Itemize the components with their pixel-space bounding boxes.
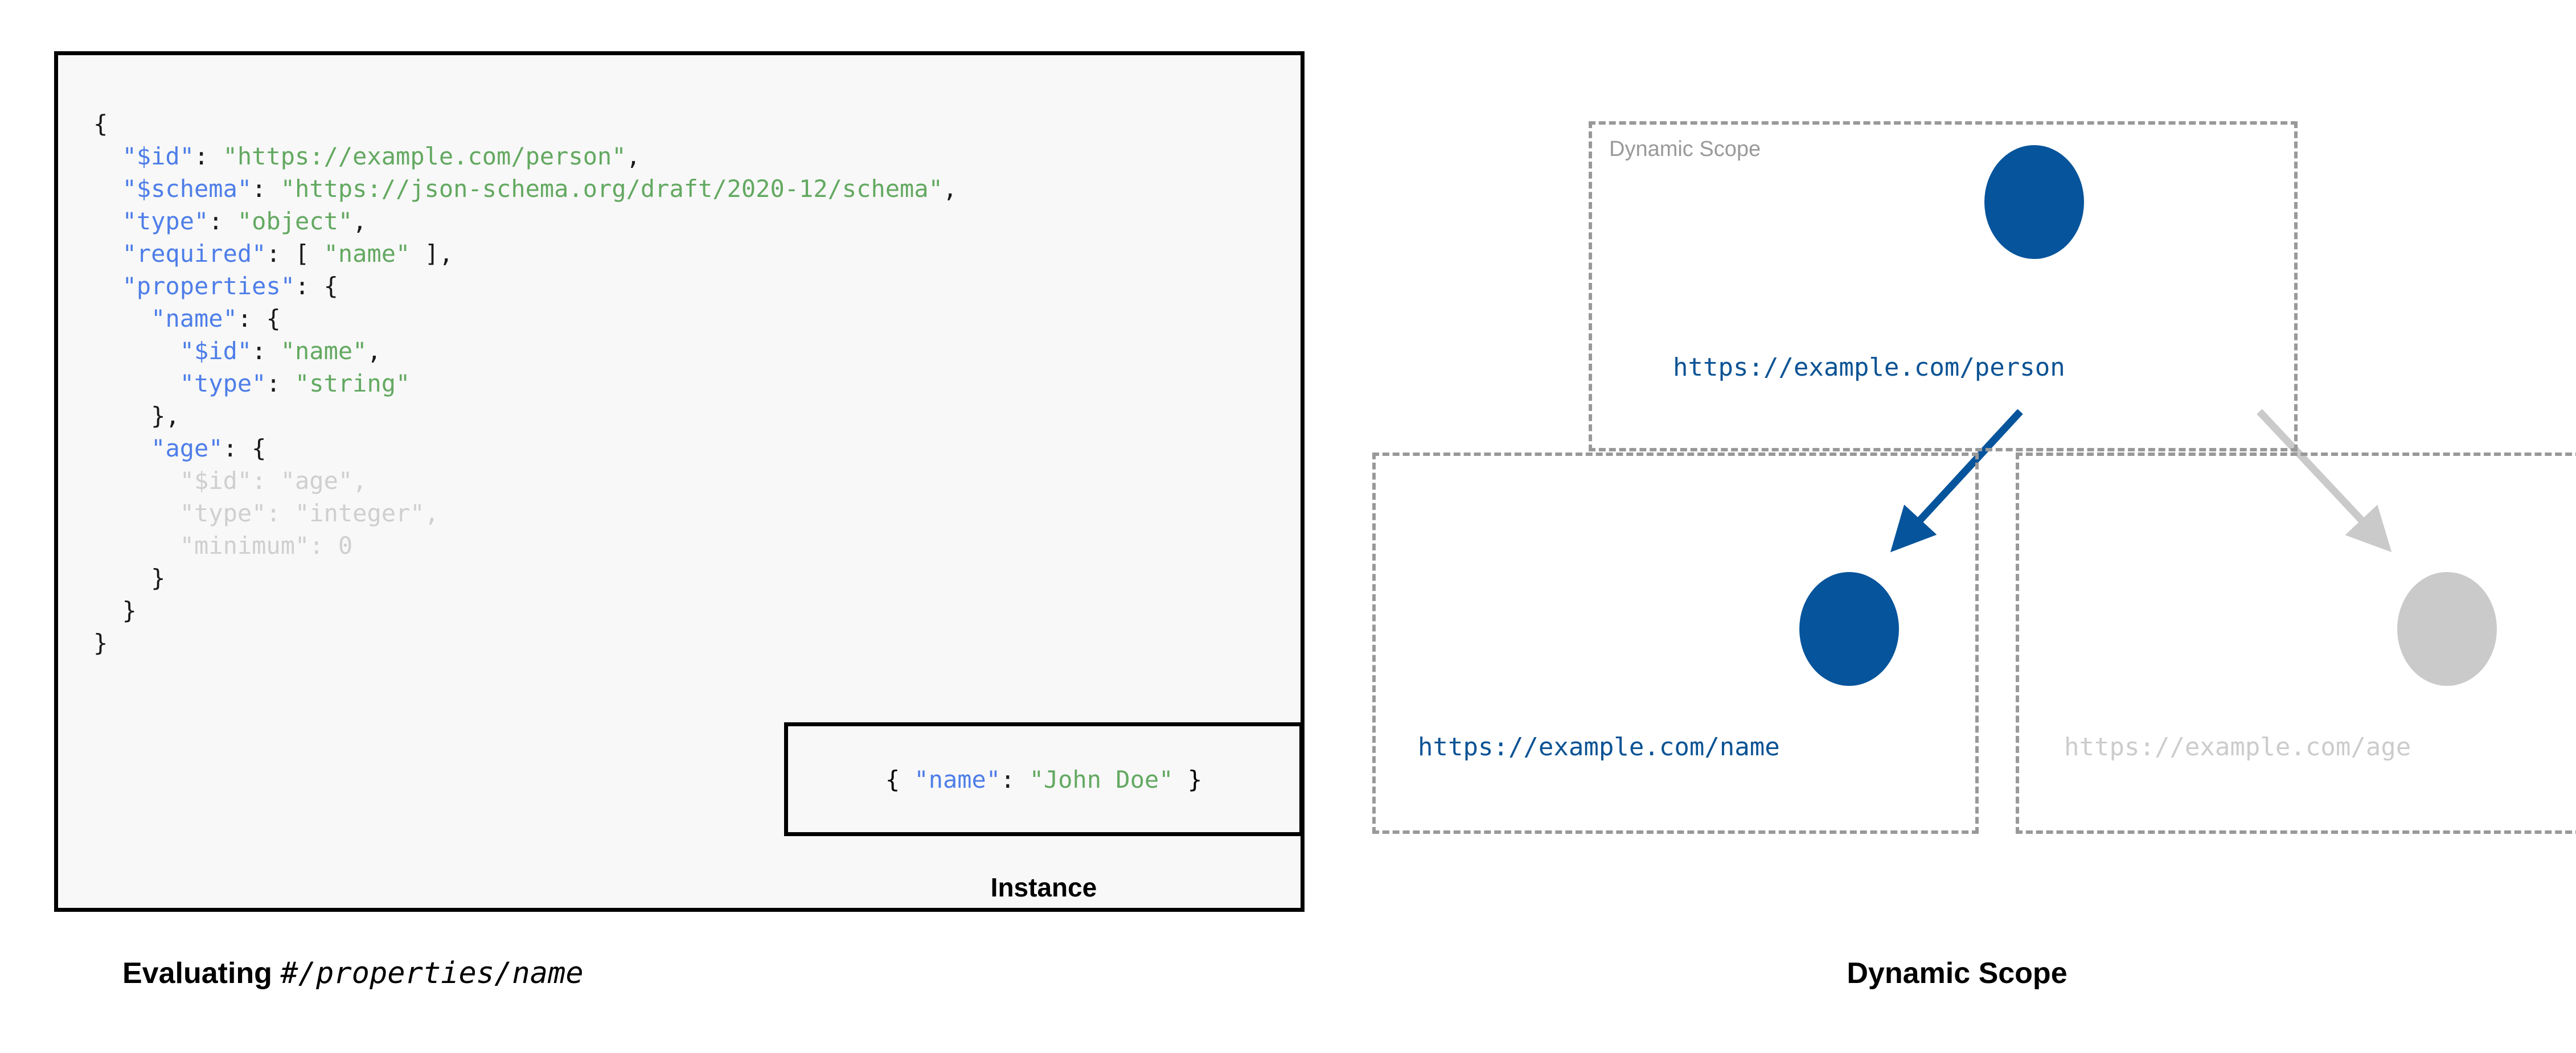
code-line: "minimum": 0 (93, 532, 352, 560)
scope-tag-root: Dynamic Scope (1609, 137, 1761, 161)
code-token: : (194, 142, 223, 170)
dynamic-scope-diagram: Dynamic Scope https://example.com/person… (1338, 0, 2576, 1053)
code-line: }, (93, 402, 180, 430)
code-token: : (266, 499, 296, 527)
left-caption-bold: Evaluating (122, 957, 281, 990)
code-token: "string" (295, 369, 411, 397)
code-token: : { (237, 305, 281, 332)
left-caption: Evaluating #/properties/name (122, 956, 584, 990)
code-token: "https://example.com/person" (223, 142, 626, 170)
node-circle-name (1799, 572, 1899, 686)
scope-box-root: Dynamic Scope (1589, 121, 2298, 451)
code-token: "type" (179, 499, 266, 527)
code-token: "minimum" (179, 532, 310, 560)
code-token: "age" (280, 467, 353, 495)
code-token: "$id" (179, 337, 252, 365)
arrow-person-to-name (1890, 409, 2023, 553)
code-token: "$id" (122, 142, 195, 170)
code-token: : { (223, 434, 266, 462)
code-line: "required": [ "name" ], (93, 240, 454, 268)
code-token: : (208, 207, 237, 235)
code-line: "$id": "age", (93, 467, 367, 495)
code-line: } (93, 629, 108, 657)
code-token: : (252, 175, 281, 203)
code-token: "integer" (295, 499, 425, 527)
code-token: : (252, 337, 281, 365)
scope-box-age (2016, 453, 2576, 834)
code-token: }, (151, 402, 180, 430)
scope-box-name (1372, 453, 1979, 834)
code-line: "properties": { (93, 272, 338, 300)
instance-value: "John Doe" (1029, 765, 1174, 793)
right-caption: Dynamic Scope (1847, 957, 2068, 990)
code-line: "$id": "name", (93, 337, 382, 365)
code-token: "type" (179, 369, 266, 397)
code-token: ], (410, 240, 454, 268)
code-line: "age": { (93, 434, 266, 462)
code-token: "object" (237, 207, 353, 235)
code-token: "$schema" (122, 175, 252, 203)
code-token: "$id" (179, 467, 252, 495)
code-token: } (93, 629, 108, 657)
code-token: "name" (280, 337, 367, 365)
code-token: : { (295, 272, 338, 300)
code-token: , (942, 175, 958, 203)
node-circle-age (2397, 572, 2497, 686)
code-token: "https://json-schema.org/draft/2020-12/s… (280, 175, 943, 203)
code-token: } (151, 564, 166, 592)
code-line: "type": "string" (93, 369, 411, 397)
node-label-person: https://example.com/person (1673, 353, 2065, 382)
code-token: : 0 (309, 532, 353, 560)
code-token: , (352, 207, 367, 235)
instance-label: Instance (990, 873, 1097, 902)
code-token: , (367, 337, 382, 365)
code-token: "name" (323, 240, 411, 268)
code-token: , (626, 142, 641, 170)
code-line: { (93, 110, 108, 138)
code-line: } (93, 597, 137, 624)
node-label-name: https://example.com/name (1418, 733, 1780, 762)
instance-key: "name" (914, 765, 1001, 793)
instance-box: { "name": "John Doe" } (784, 722, 1303, 836)
instance-open-brace: { (885, 765, 914, 793)
code-token: : (252, 467, 281, 495)
code-token: } (122, 597, 137, 624)
node-circle-person (1984, 145, 2084, 259)
code-line: "type": "object", (93, 207, 367, 235)
code-token: "required" (122, 240, 266, 268)
left-caption-pointer: #/properties/name (280, 956, 584, 990)
schema-json-code: { "$id": "https://example.com/person", "… (93, 108, 957, 659)
code-line: } (93, 564, 165, 592)
code-token: "age" (151, 434, 223, 462)
code-token: "type" (122, 207, 209, 235)
code-token: , (352, 467, 367, 495)
code-line: "type": "integer", (93, 499, 439, 527)
arrow-layer (1890, 409, 2392, 553)
code-line: "$id": "https://example.com/person", (93, 142, 641, 170)
code-token: : (266, 369, 296, 397)
code-token: "properties" (122, 272, 296, 300)
node-label-age: https://example.com/age (2064, 733, 2411, 762)
schema-panel: { "$id": "https://example.com/person", "… (54, 51, 1305, 912)
code-token: : [ (266, 240, 324, 268)
code-token: { (93, 110, 108, 138)
code-line: "$schema": "https://json-schema.org/draf… (93, 175, 958, 203)
arrow-person-to-age (2257, 409, 2392, 553)
code-token: "name" (151, 305, 237, 332)
instance-close-brace: } (1173, 765, 1203, 793)
code-line: "name": { (93, 305, 281, 332)
code-token: , (424, 499, 439, 527)
instance-colon: : (1000, 765, 1029, 793)
